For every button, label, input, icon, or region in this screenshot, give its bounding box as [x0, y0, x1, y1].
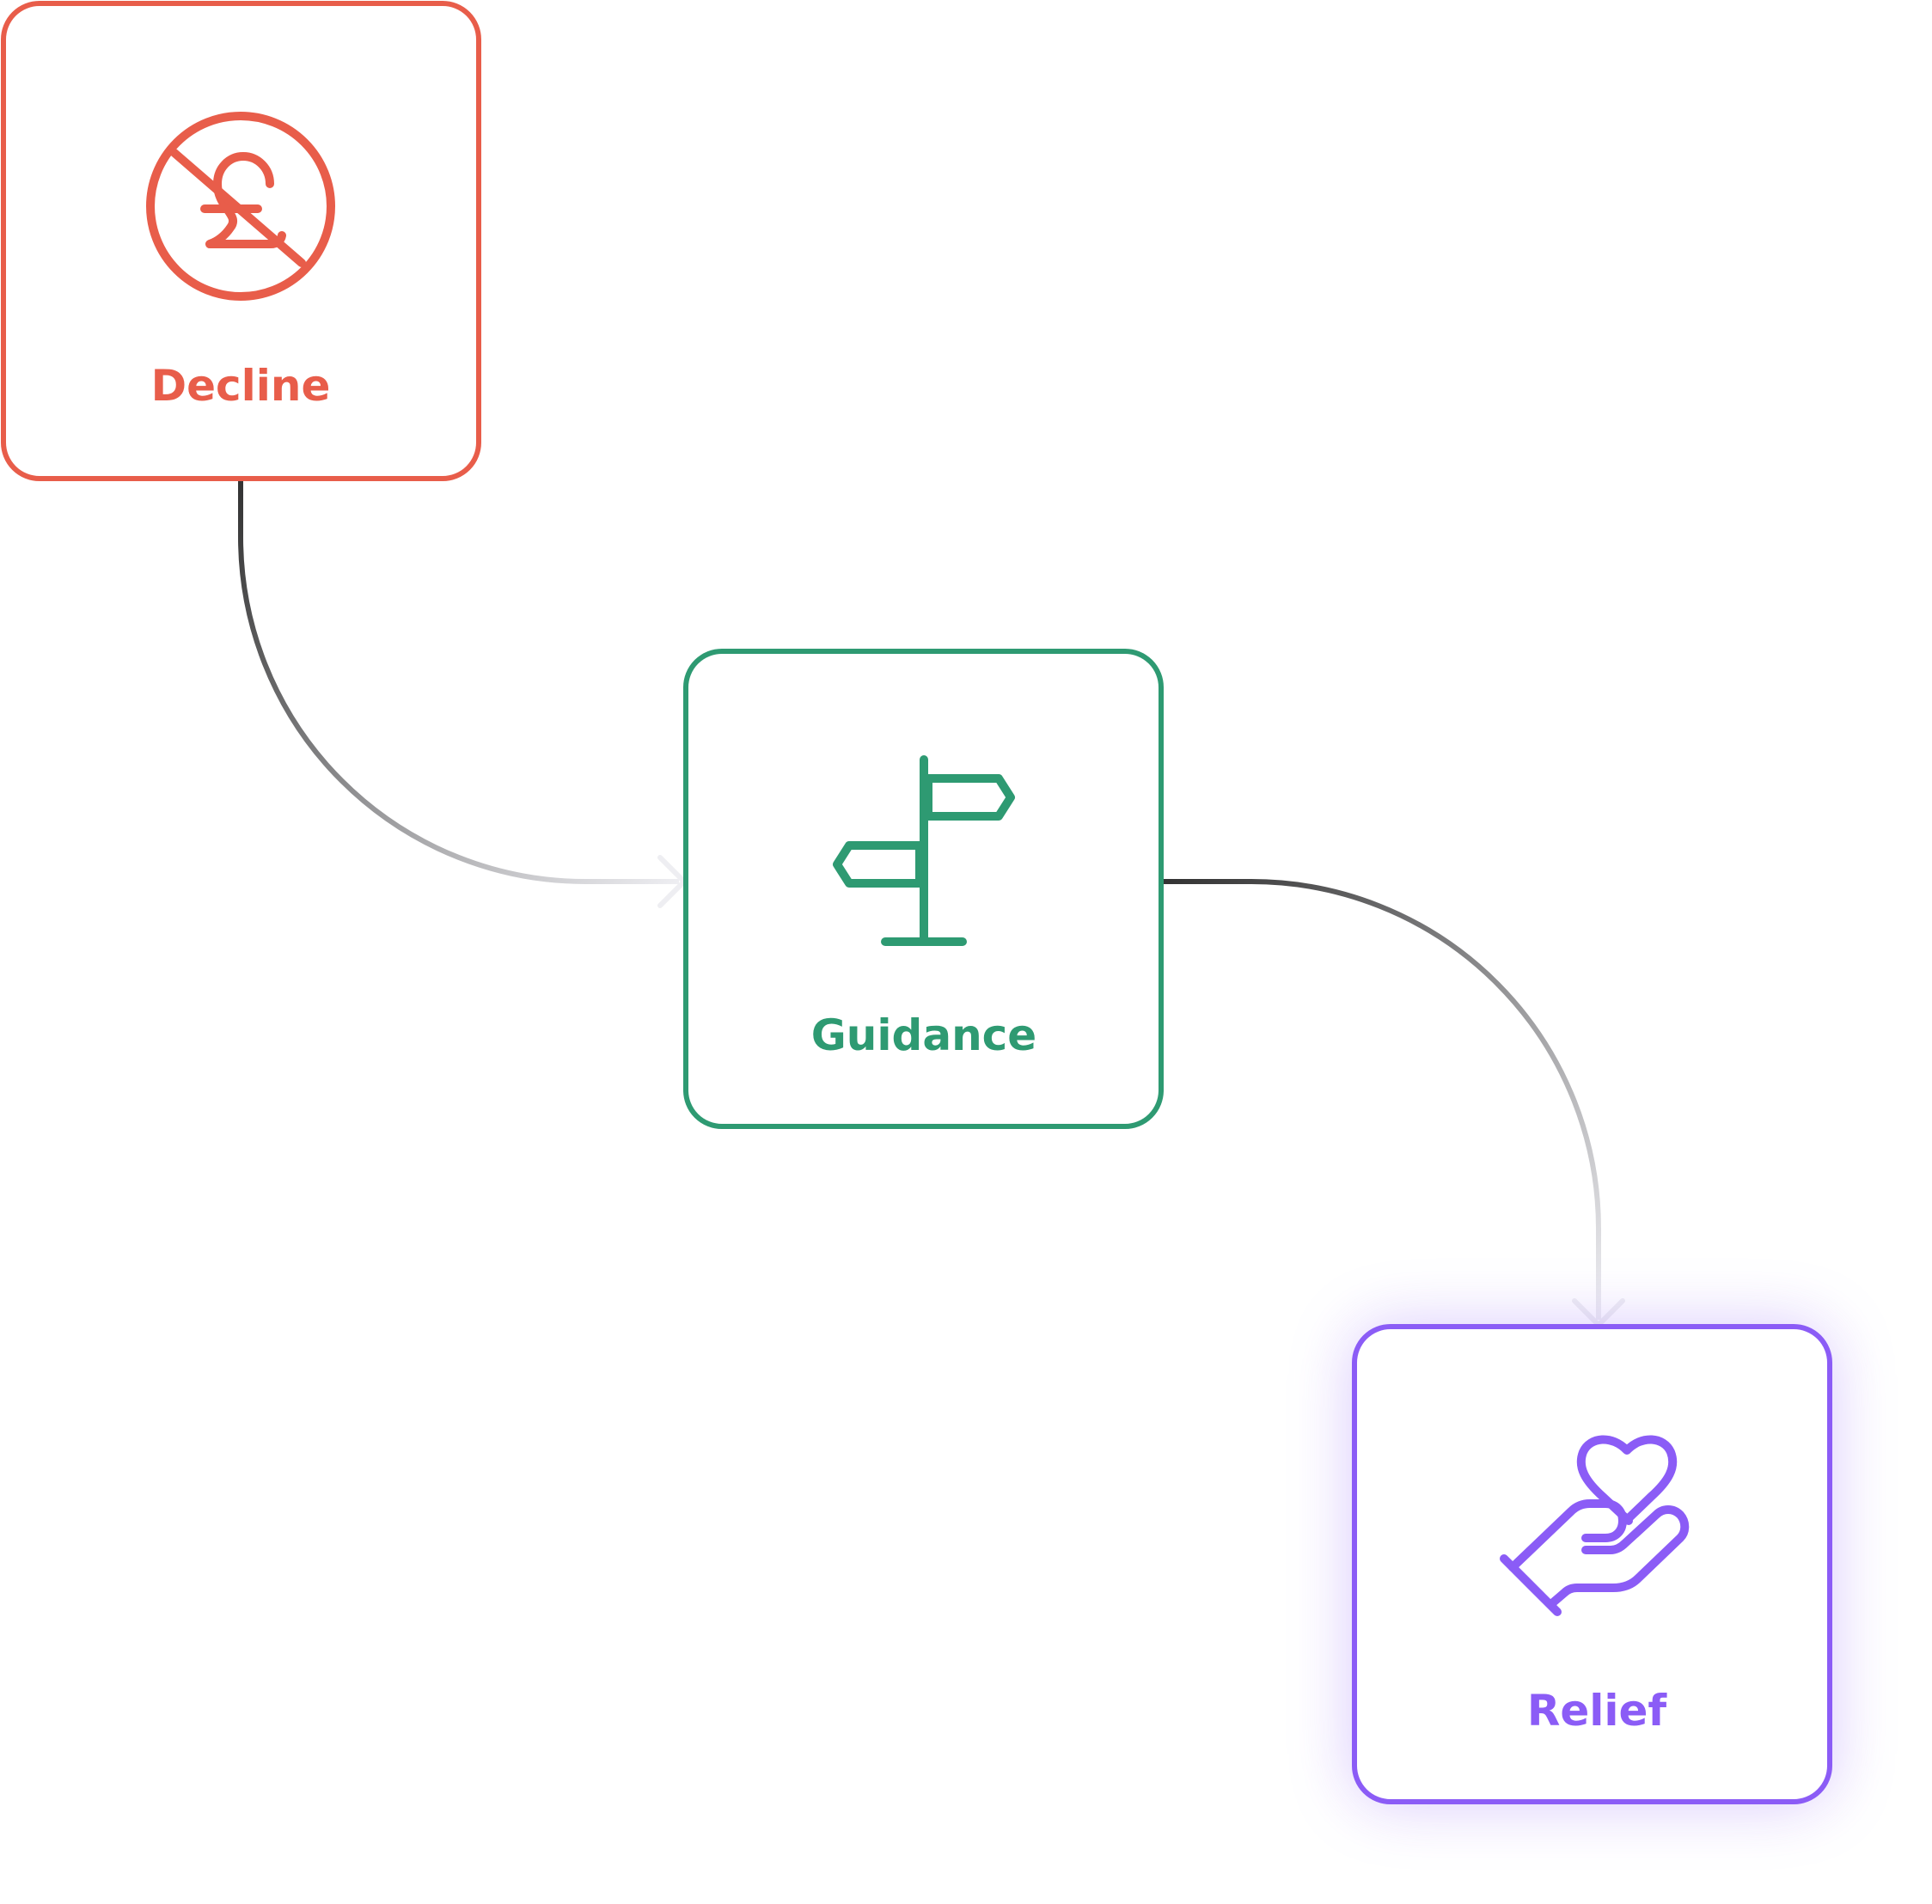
node-label: Decline	[151, 361, 331, 411]
edge-decline-to-guidance	[238, 481, 687, 908]
signpost-icon	[833, 755, 1015, 946]
node-label: Relief	[1527, 1686, 1668, 1736]
edge-guidance-to-relief	[1164, 879, 1625, 1327]
node-relief[interactable]: Relief	[1352, 1324, 1832, 1804]
node-decline[interactable]: Decline	[1, 1, 481, 481]
node-label: Guidance	[811, 1010, 1036, 1060]
no-pound-icon	[146, 112, 335, 301]
node-guidance[interactable]: Guidance	[683, 649, 1164, 1129]
hand-heart-icon	[1500, 1435, 1690, 1616]
